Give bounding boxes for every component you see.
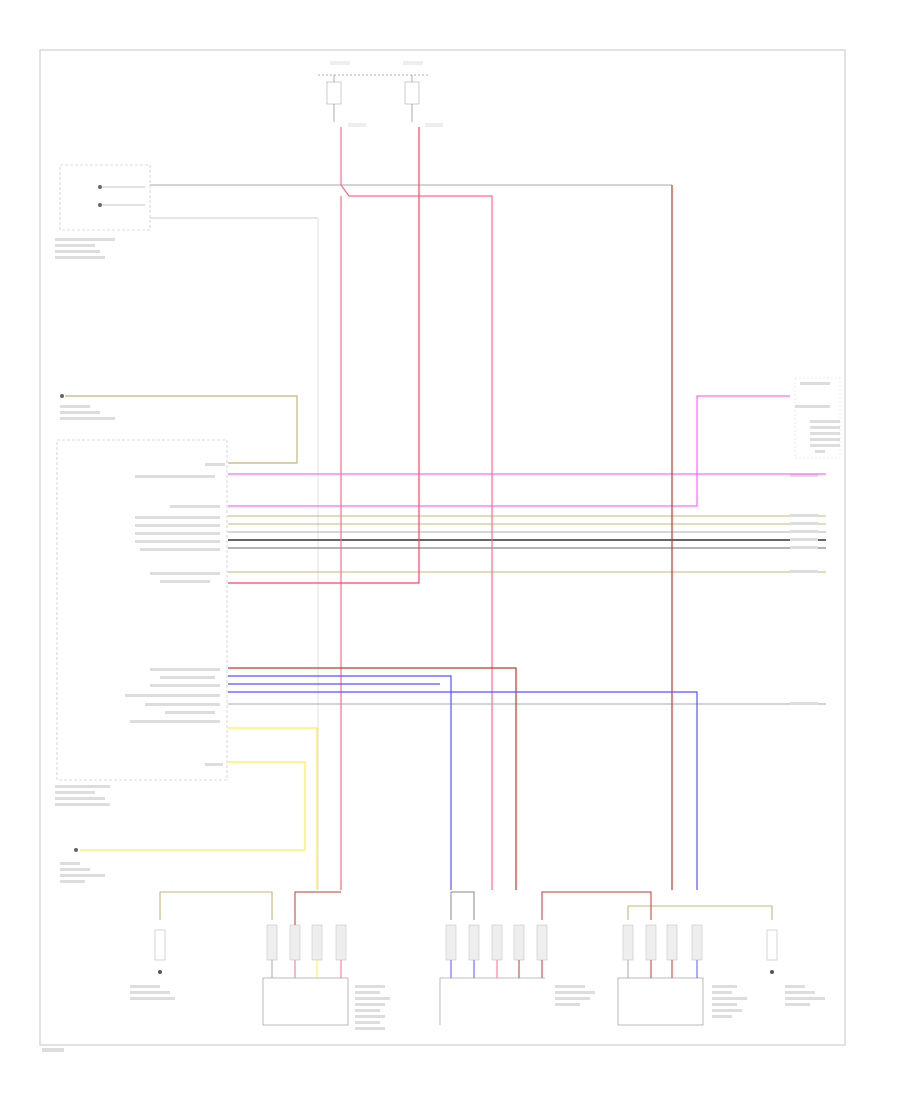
switch-top-left	[55, 164, 151, 259]
wire-yellow	[228, 727, 318, 890]
diagram-frame	[39, 49, 846, 1046]
connector-a	[154, 891, 349, 1026]
connector-b	[439, 891, 600, 1025]
main-module	[56, 439, 228, 781]
fuse-right	[404, 81, 420, 105]
fuse-block-top	[318, 61, 443, 127]
wire-red-fuse2	[228, 127, 420, 584]
wire-blue-2	[228, 691, 698, 890]
wire-red-main	[340, 127, 493, 890]
connector-c	[600, 891, 778, 1026]
module-pin-labels	[125, 463, 225, 766]
wire-tan-top	[65, 395, 298, 464]
right-module	[794, 377, 841, 459]
fuse-left	[326, 81, 342, 105]
wire-blue-1	[228, 675, 452, 890]
wire-bundle-horizontal	[228, 515, 826, 705]
diagram-id	[42, 1048, 64, 1052]
wire-magenta-2	[228, 395, 790, 507]
